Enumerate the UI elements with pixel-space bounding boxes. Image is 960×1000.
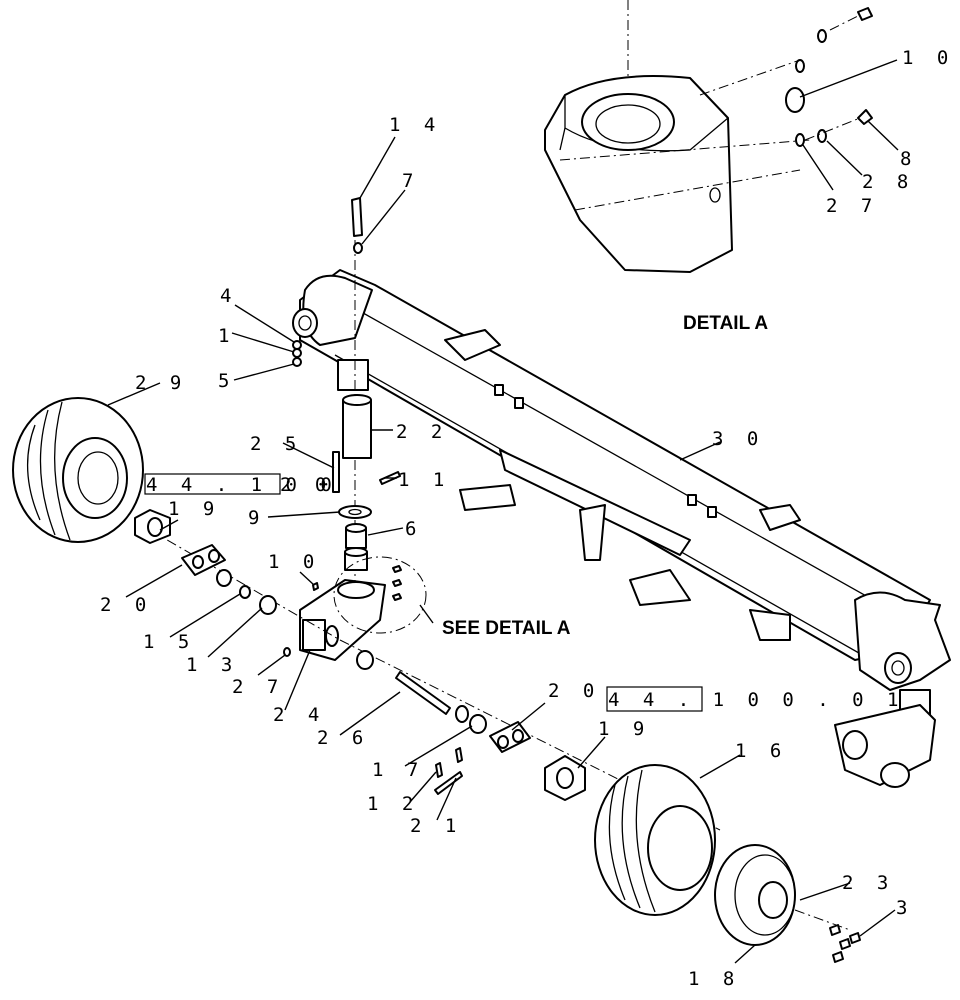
- callout-24: 2 4: [273, 704, 325, 726]
- left-hub-parts: [134, 509, 341, 657]
- main-frame: [292, 269, 951, 716]
- callout-5: 5: [218, 370, 235, 392]
- detail-a-hardware: [785, 7, 873, 147]
- right-spindle-bracket: [834, 704, 936, 788]
- callout-25: 2 5: [250, 433, 302, 455]
- callout-21: 2 1: [410, 815, 462, 837]
- left-tire: [12, 397, 144, 543]
- left-spindle-housing: [299, 556, 427, 661]
- callout-14: 1 4: [389, 114, 441, 136]
- pivot-stack: [292, 197, 401, 590]
- callout-10-top: 1 0: [902, 47, 954, 69]
- detail-a-title: DETAIL A: [683, 313, 768, 334]
- callout-17: 1 7: [372, 759, 424, 781]
- right-tire: [594, 764, 716, 916]
- callout-16: 1 6: [735, 740, 787, 762]
- ref-box-right: [606, 686, 703, 712]
- ref-box-left: [144, 473, 281, 495]
- leader-lines: [107, 59, 899, 964]
- ref-label-left: 4 4 . 1 0 0: [146, 474, 338, 496]
- axle-pin-assembly: [339, 639, 721, 831]
- callout-23: 2 3: [842, 872, 894, 894]
- callout-19-left: 1 9: [168, 498, 220, 520]
- callout-4: 4: [220, 285, 237, 307]
- callout-20-right: 2 0: [548, 680, 600, 702]
- callout-02: 2 0: [280, 474, 332, 496]
- ref-label-right: 4 4 . 1 0 0 . 0 1: [608, 689, 904, 711]
- callout-29: 2 9: [135, 372, 187, 394]
- callout-7: 7: [402, 170, 419, 192]
- callout-28: 2 8: [862, 171, 914, 193]
- callout-10-mid: 1 0: [268, 551, 320, 573]
- callout-6: 6: [405, 518, 422, 540]
- callout-22: 2 2: [396, 421, 448, 443]
- see-detail-a-label: SEE DETAIL A: [442, 618, 571, 639]
- right-wheel-rim: [714, 844, 861, 963]
- callout-26: 2 6: [317, 727, 369, 749]
- callout-30: 3 0: [712, 428, 764, 450]
- callout-15: 1 5: [143, 631, 195, 653]
- callout-12: 1 2: [367, 793, 419, 815]
- callout-11: 1 1: [398, 469, 450, 491]
- callout-19-right: 1 9: [598, 718, 650, 740]
- callout-18: 1 8: [688, 968, 740, 990]
- callout-9: 9: [248, 507, 265, 529]
- callout-27-top: 2 7: [826, 195, 878, 217]
- callout-3: 3: [896, 897, 913, 919]
- callout-8: 8: [900, 148, 917, 170]
- callout-13: 1 3: [186, 654, 238, 676]
- callout-1: 1: [218, 325, 235, 347]
- callout-27-bottom: 2 7: [232, 676, 284, 698]
- detail-a-housing: [544, 0, 811, 273]
- callout-20-left: 2 0: [100, 594, 152, 616]
